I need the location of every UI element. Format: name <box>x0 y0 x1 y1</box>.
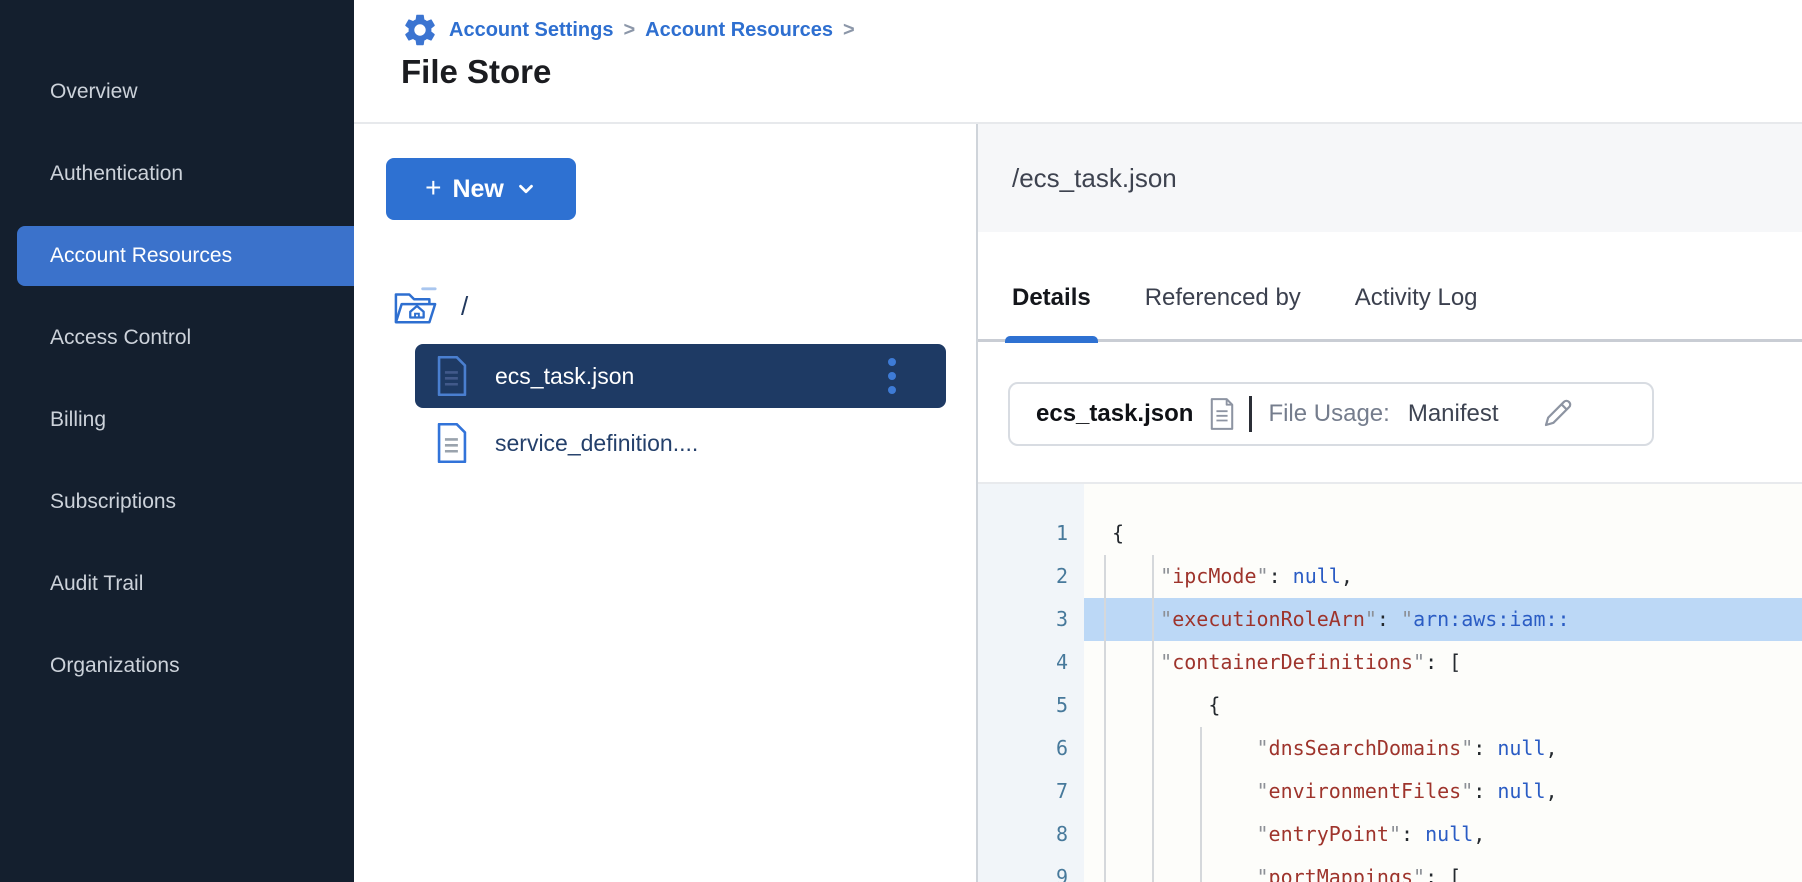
tab-referenced-by[interactable]: Referenced by <box>1144 283 1301 311</box>
tab-details[interactable]: Details <box>1005 270 1098 343</box>
code-line-6: 6 "dnsSearchDomains": null, <box>978 727 1802 770</box>
file-row-service-definition-[interactable]: service_definition.... <box>415 414 946 472</box>
sidebar-item-subscriptions[interactable]: Subscriptions <box>0 461 354 543</box>
document-icon <box>1209 398 1235 430</box>
breadcrumb-link[interactable]: Account Resources <box>645 18 833 41</box>
code-line-4: 4 "containerDefinitions": [ <box>978 641 1802 684</box>
code-line-8: 8 "entryPoint": null, <box>978 813 1802 856</box>
new-button[interactable]: + New <box>386 158 576 220</box>
sidebar-item-billing[interactable]: Billing <box>0 379 354 461</box>
sidebar-item-access-control[interactable]: Access Control <box>0 297 354 379</box>
file-row-ecs-task-json[interactable]: ecs_task.json <box>415 344 946 408</box>
file-path-bar: /ecs_task.json <box>978 124 1802 232</box>
file-usage-value: Manifest <box>1407 400 1499 427</box>
code-text: "executionRoleArn": "arn:aws:iam:: <box>1084 598 1802 641</box>
file-options-menu-icon[interactable] <box>884 354 900 398</box>
code-text: { <box>1208 693 1221 717</box>
page-header: Account Settings > Account Resources > File… <box>354 0 1802 124</box>
code-text: "containerDefinitions": [ <box>1160 650 1462 674</box>
code-text: "dnsSearchDomains": null, <box>1256 736 1558 760</box>
breadcrumb-separator: > <box>842 18 855 41</box>
code-line-2: 2 "ipcMode": null, <box>978 555 1802 598</box>
code-line-7: 7 "environmentFiles": null, <box>978 770 1802 813</box>
line-number: 7 <box>1055 779 1068 803</box>
plus-icon: + <box>425 172 442 203</box>
root-folder-label: / <box>461 290 469 321</box>
sidebar-item-audit-trail[interactable]: Audit Trail <box>0 543 354 625</box>
gear-icon <box>401 11 439 49</box>
indent-guide <box>1152 555 1154 882</box>
breadcrumb: Account Settings > Account Resources > <box>401 9 1802 51</box>
sidebar-item-overview[interactable]: Overview <box>0 51 354 133</box>
code-text: "environmentFiles": null, <box>1256 779 1558 803</box>
file-card-name: ecs_task.json <box>1036 400 1194 427</box>
indent-guide <box>1200 727 1202 882</box>
code-text: { <box>1112 521 1125 545</box>
line-number: 6 <box>1055 736 1068 760</box>
breadcrumb-separator: > <box>623 18 636 41</box>
code-text: "entryPoint": null, <box>1256 822 1486 846</box>
sidebar-item-label: Audit Trail <box>50 572 144 595</box>
file-name: service_definition.... <box>495 429 699 456</box>
file-icon <box>435 423 469 463</box>
sidebar-item-label: Access Control <box>50 326 192 349</box>
file-icon <box>435 356 469 396</box>
sidebar-item-label: Authentication <box>50 162 184 185</box>
file-detail-panel: /ecs_task.json Details Referenced by Activ… <box>978 124 1802 882</box>
indent-guide <box>1104 555 1106 882</box>
line-number: 5 <box>1055 693 1068 717</box>
home-folder-icon <box>393 284 439 328</box>
line-number: 1 <box>1055 521 1068 545</box>
line-number: 8 <box>1055 822 1068 846</box>
content-split: + New / <box>354 124 1802 882</box>
main-area: Account Settings > Account Resources > File… <box>354 0 1802 882</box>
divider-bar <box>1249 396 1253 432</box>
detail-tabs: Details Referenced by Activity Log <box>978 232 1802 343</box>
file-name: ecs_task.json <box>495 362 635 389</box>
breadcrumb-link[interactable]: Account Settings <box>449 18 614 41</box>
code-line-1: 1{ <box>978 512 1802 555</box>
file-usage-label: File Usage: <box>1268 400 1390 427</box>
edit-pencil-icon[interactable] <box>1539 396 1575 432</box>
file-browser-panel: + New / <box>354 124 978 882</box>
sidebar-item-label: Billing <box>50 408 107 431</box>
chevron-down-icon <box>519 184 533 194</box>
sidebar-item-label: Overview <box>50 80 138 103</box>
root-folder-row[interactable]: / <box>393 284 976 328</box>
new-button-label: New <box>452 174 504 203</box>
code-viewer[interactable]: 1{2 "ipcMode": null,3 "executionRoleArn"… <box>978 482 1802 882</box>
code-lines: 1{2 "ipcMode": null,3 "executionRoleArn"… <box>978 484 1802 882</box>
code-text: "ipcMode": null, <box>1160 564 1353 588</box>
code-line-3: 3 "executionRoleArn": "arn:aws:iam:: <box>978 598 1802 641</box>
sidebar-item-organizations[interactable]: Organizations <box>0 625 354 707</box>
line-number: 4 <box>1055 650 1068 674</box>
code-line-5: 5 { <box>978 684 1802 727</box>
sidebar-item-label: Organizations <box>50 654 180 677</box>
code-line-9: 9 "portMappings": [ <box>978 856 1802 882</box>
file-list: ecs_task.json service_definition.... <box>415 344 976 472</box>
sidebar-item-authentication[interactable]: Authentication <box>0 133 354 215</box>
sidebar-item-label: Subscriptions <box>50 490 177 513</box>
page-title: File Store <box>401 53 552 90</box>
sidebar-item-account-resources[interactable]: Account Resources <box>17 226 354 286</box>
code-text: "portMappings": [ <box>1256 865 1462 882</box>
line-number: 2 <box>1055 564 1068 588</box>
tab-activity-log[interactable]: Activity Log <box>1354 283 1478 311</box>
file-info-card: ecs_task.json File Usage: Manifest <box>1008 382 1654 446</box>
file-card-zone: ecs_task.json File Usage: Manifest <box>978 342 1802 482</box>
line-number: 9 <box>1055 865 1068 882</box>
file-path: /ecs_task.json <box>1012 162 1177 193</box>
sidebar-item-label: Account Resources <box>50 244 233 267</box>
line-number: 3 <box>1055 607 1068 631</box>
